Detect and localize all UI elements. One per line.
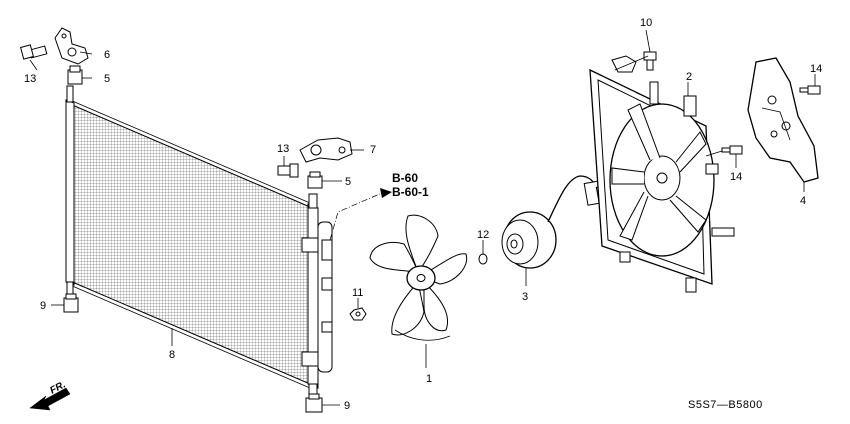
callout-6: 6: [104, 49, 110, 61]
callout-13-lower: 13: [277, 143, 289, 155]
reference-b60[interactable]: B-60: [392, 171, 418, 185]
callout-5-upper: 5: [104, 73, 110, 85]
callout-4: 4: [800, 195, 806, 207]
cushion-9-left: [63, 293, 79, 313]
callout-8: 8: [169, 349, 175, 361]
callout-3: 3: [522, 291, 528, 303]
upper-bracket-right: [299, 137, 353, 163]
fan-shroud: [589, 55, 735, 293]
callout-13-upper: 13: [24, 73, 36, 85]
cushion-5-right: [307, 171, 323, 189]
diagram-code: S5S7—B5800: [688, 399, 763, 411]
bolt-14-upper: [799, 85, 821, 95]
fan-motor: [501, 175, 615, 269]
upper-bracket-left: [54, 27, 89, 65]
callout-14-lower: 14: [730, 171, 742, 183]
shroud-bracket: [747, 57, 819, 183]
cushion-9-bottom: [305, 393, 323, 413]
condenser: [65, 85, 333, 399]
callout-10: 10: [640, 17, 652, 29]
callout-2: 2: [686, 71, 692, 83]
callout-11: 11: [352, 287, 363, 299]
callout-9-bottom: 9: [344, 400, 350, 412]
cushion-5-upper: [67, 65, 83, 85]
callout-9-left: 9: [40, 300, 46, 312]
washer-12: [478, 253, 488, 265]
nut-11: [349, 307, 367, 321]
fan-blade: [369, 214, 468, 341]
front-direction-arrow: [29, 387, 71, 411]
bolt-13-lower: [277, 163, 299, 178]
bolt-13-upper: [20, 44, 48, 60]
callout-14-upper: 14: [810, 63, 822, 75]
bolt-14-lower: [721, 145, 743, 155]
reference-b60-1[interactable]: B-60-1: [392, 185, 429, 199]
callout-5-right: 5: [345, 176, 351, 188]
callout-12: 12: [477, 229, 489, 241]
bolt-10: [643, 51, 657, 71]
callout-1: 1: [426, 373, 432, 385]
callout-7: 7: [370, 144, 376, 156]
